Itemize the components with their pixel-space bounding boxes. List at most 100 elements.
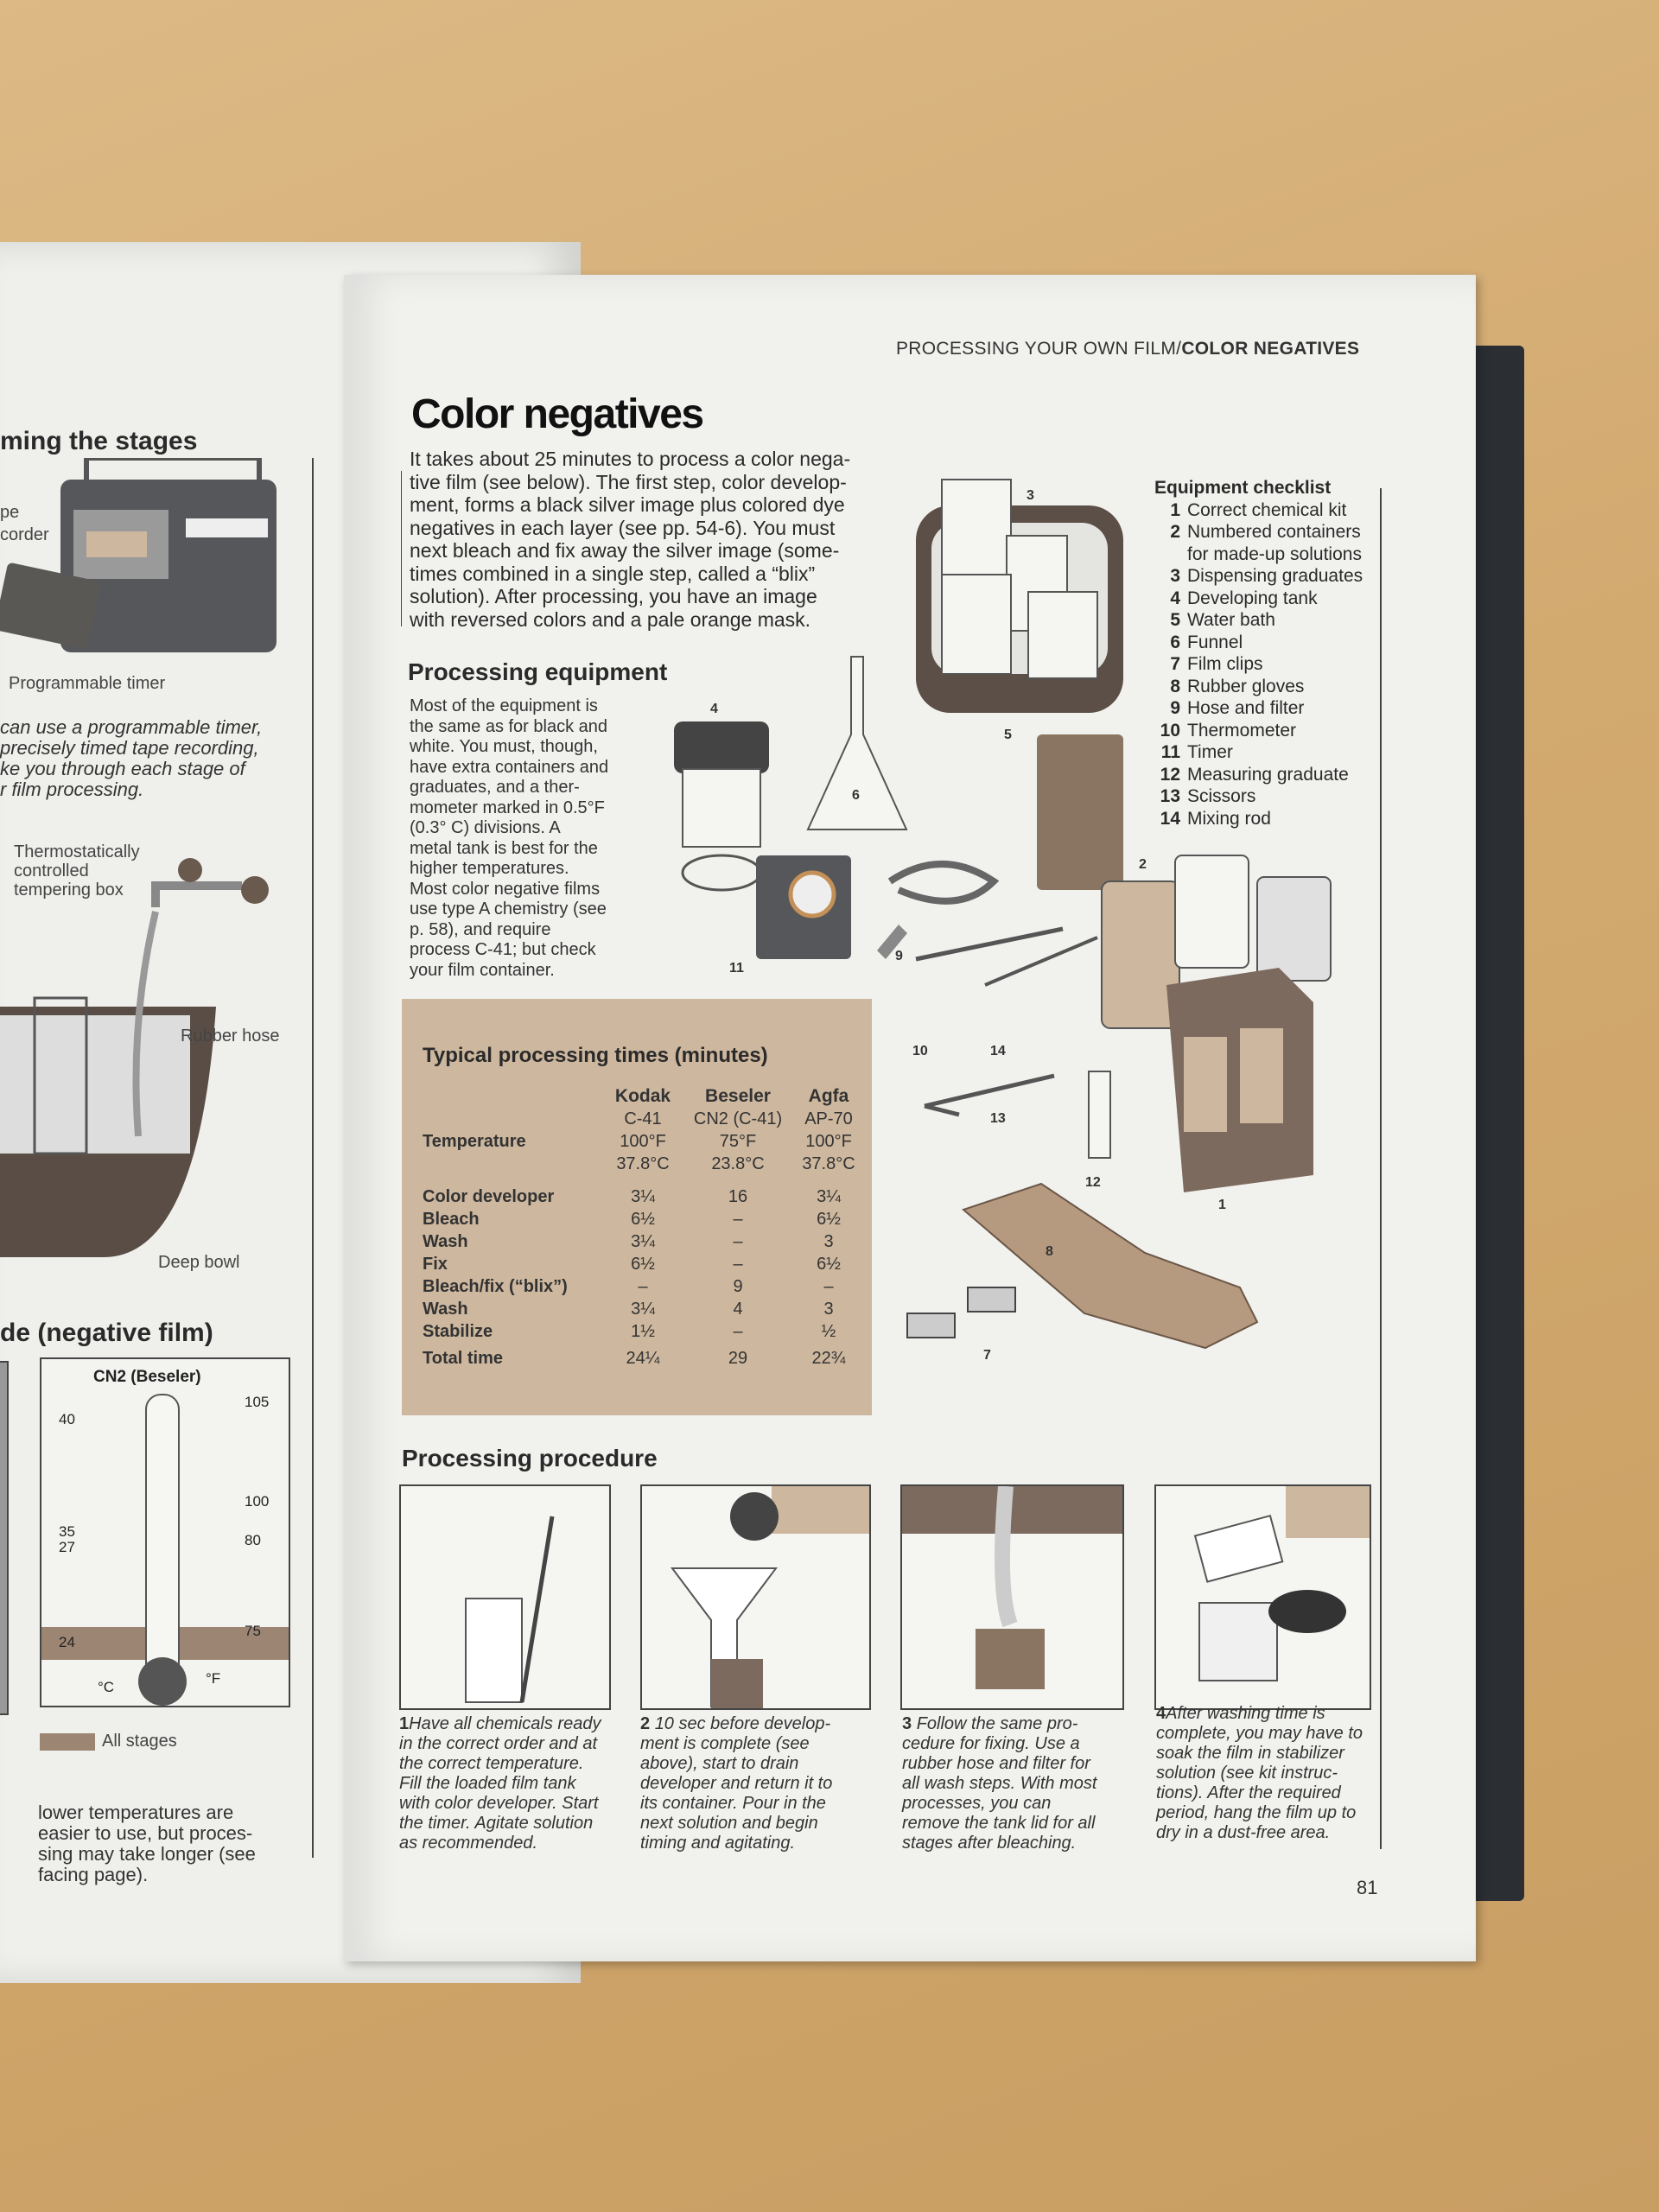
step-number: 1 <box>399 1714 410 1733</box>
figure-number: 5 <box>1004 728 1012 742</box>
table-cell: – <box>733 1254 743 1274</box>
checklist-label: Thermometer <box>1187 720 1297 741</box>
checklist-label: Correct chemical kit <box>1187 499 1347 520</box>
checklist-label: Scissors <box>1187 786 1256 806</box>
thermometer <box>519 1516 555 1703</box>
row-label: Wash <box>423 1231 468 1251</box>
tempering-box-illustration <box>0 858 269 1257</box>
scissors <box>924 1073 1055 1117</box>
figure-number: 2 <box>1139 857 1147 872</box>
page-number: 81 <box>1357 1877 1378 1898</box>
checklist-heading: Equipment checklist <box>1154 478 1332 498</box>
table-cell: 3 <box>823 1231 834 1251</box>
dispensing-graduate <box>941 574 1012 675</box>
water <box>0 1015 190 1154</box>
times-table: Kodak Beseler Agfa C-41 CN2 (C-41) AP-70… <box>423 1085 872 1374</box>
radio-dial <box>186 518 268 537</box>
chemical-kit-panel <box>1240 1028 1283 1123</box>
step-text: Have all chemicals ready in the correct … <box>399 1714 601 1853</box>
checklist-label: Funnel <box>1187 632 1243 652</box>
figure-number: 11 <box>729 961 744 976</box>
step-text: Follow the same pro- cedure for fixing. … <box>902 1714 1097 1853</box>
container-2 <box>1101 880 1180 1029</box>
table-cell: 3¼ <box>631 1299 655 1319</box>
guide-title: de (negative film) <box>0 1319 213 1347</box>
table-cell: 16 <box>728 1186 748 1206</box>
checklist-number: 2 <box>1170 522 1180 542</box>
thermometer-title: CN2 (Beseler) <box>93 1368 201 1386</box>
table-cell: ½ <box>821 1321 836 1341</box>
rubber-hose-label: Rubber hose <box>181 1027 280 1046</box>
step-3-caption: 3 Follow the same pro- cedure for fixing… <box>902 1714 1096 1853</box>
checklist-number: 4 <box>1170 588 1180 608</box>
page-title: Color negatives <box>411 391 704 437</box>
step-number: 3 <box>902 1714 912 1733</box>
running-header: PROCESSING YOUR OWN FILM/COLOR NEGATIVES <box>896 339 1359 359</box>
fahrenheit-tick: 105 <box>245 1394 270 1410</box>
fahrenheit-tick: 100 <box>245 1493 270 1510</box>
graduate <box>33 996 88 1155</box>
tap-knob <box>178 858 202 882</box>
row-label: Color developer <box>423 1186 555 1206</box>
checklist-number: 13 <box>1160 786 1180 806</box>
thermometer-tube <box>145 1394 180 1670</box>
table-cell: – <box>733 1321 743 1341</box>
column-rule <box>401 471 402 626</box>
checklist-label: Rubber gloves <box>1187 676 1305 696</box>
figure-number: 3 <box>1027 488 1034 503</box>
column-header-kodak: Kodak <box>614 1086 671 1106</box>
table-cell: 6½ <box>817 1209 841 1229</box>
film-clip <box>967 1287 1016 1313</box>
celsius-tick: 27 <box>59 1539 75 1555</box>
mixing-rod <box>984 936 1098 987</box>
hose-filter-cartridge <box>1037 734 1123 890</box>
table-row: Bleach/fix (“blix”)–9– <box>423 1275 872 1298</box>
celsius-tick: 35 <box>59 1523 75 1540</box>
row-label: Fix <box>423 1254 448 1274</box>
procedure-heading: Processing procedure <box>402 1445 658 1471</box>
left-section-title: ming the stages <box>0 427 198 455</box>
developing-tank-lid <box>674 721 769 773</box>
chemical-kit-panel <box>1184 1037 1227 1132</box>
figure-number: 13 <box>990 1111 1006 1126</box>
table-cell: 1½ <box>631 1321 655 1341</box>
column-rule <box>1380 488 1382 1849</box>
tank-cap <box>730 1492 779 1541</box>
tape-recorder-illustration <box>0 458 276 652</box>
checklist-label: Water bath <box>1187 610 1275 630</box>
process-cell: C-41 <box>624 1109 662 1128</box>
hand <box>1286 1486 1370 1538</box>
table-cell: 9 <box>733 1276 743 1296</box>
figure-number: 1 <box>1218 1198 1226 1212</box>
table-title: Typical processing times (minutes) <box>423 1044 768 1067</box>
tap-knob <box>241 876 269 904</box>
container <box>711 1659 763 1708</box>
equipment-text: Most of the equipment is the same as for… <box>410 696 609 980</box>
equipment-illustration <box>674 479 1332 1350</box>
celsius-unit: °C <box>98 1679 115 1695</box>
figure-number: 9 <box>895 949 903 963</box>
table-cell: – <box>823 1276 834 1296</box>
faucet <box>151 881 242 907</box>
step-text: 10 sec before develop- ment is complete … <box>640 1714 833 1853</box>
temp-cell: 37.8°C <box>616 1154 670 1173</box>
table-cell: 29 <box>728 1348 748 1368</box>
temp-cell: 37.8°C <box>802 1154 855 1173</box>
figure-number: 4 <box>710 702 718 716</box>
column-rule <box>312 458 314 1858</box>
figure-number: 8 <box>1046 1244 1053 1259</box>
temp-cell: 100°F <box>805 1131 852 1151</box>
celsius-tick: 40 <box>59 1411 75 1427</box>
step-4-caption: 4After washing time is complete, you may… <box>1156 1704 1363 1843</box>
